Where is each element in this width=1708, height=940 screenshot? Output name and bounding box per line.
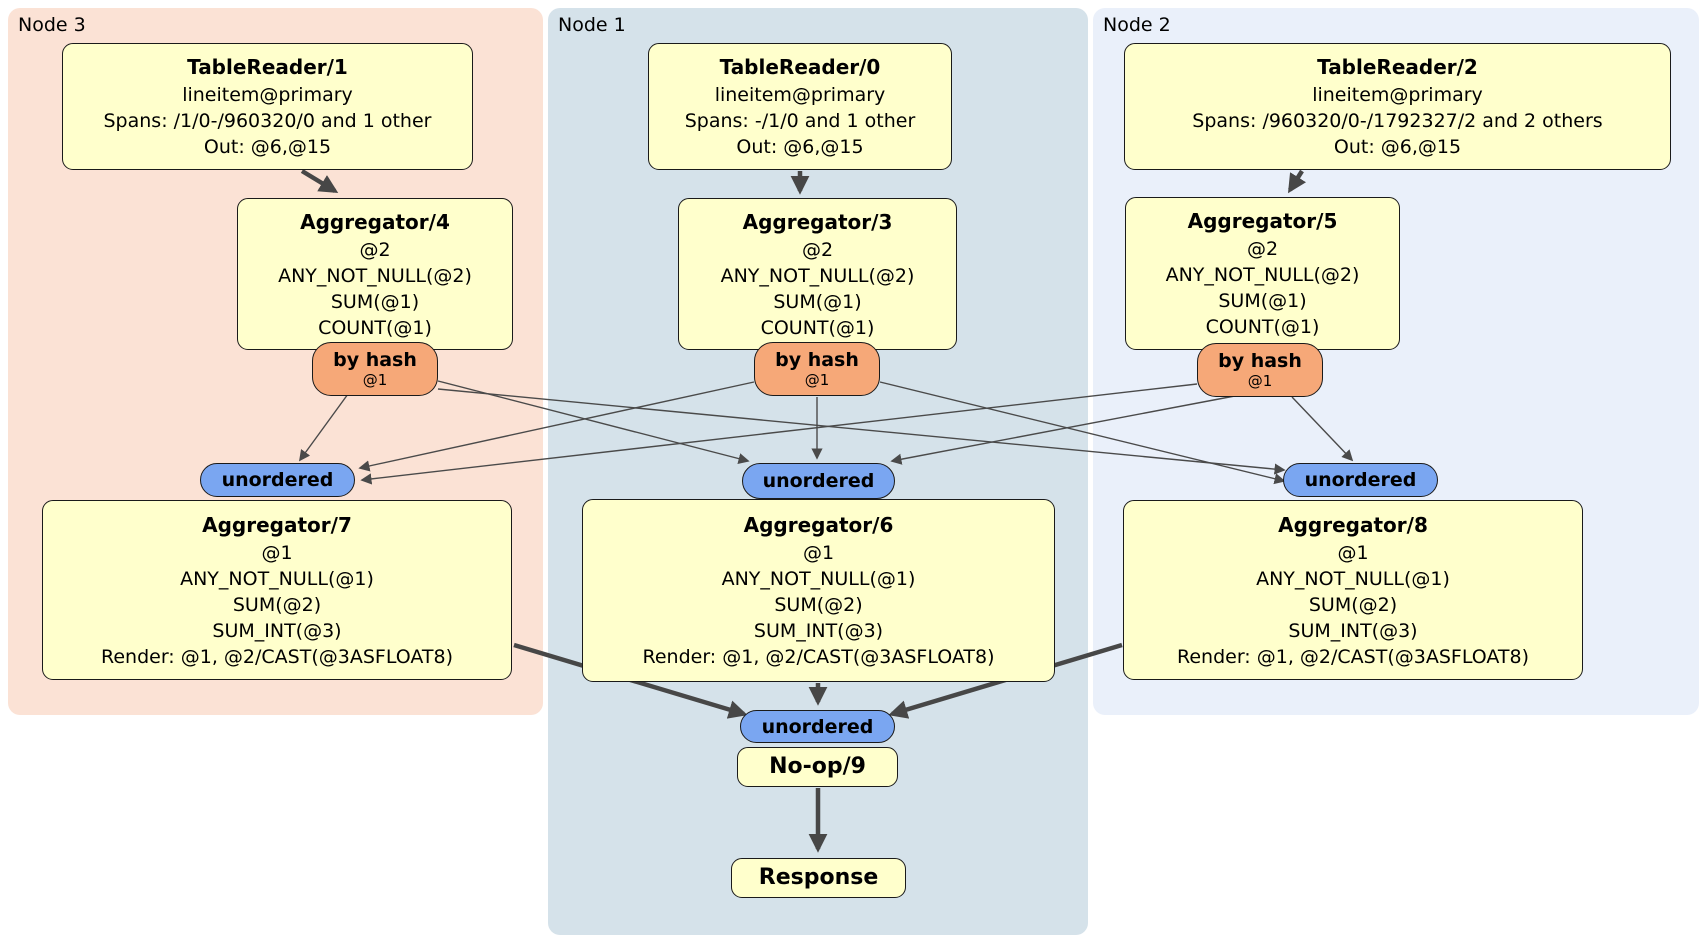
processor-detail: ANY_NOT_NULL(@2) bbox=[720, 264, 915, 287]
router-by-hash-node1: by hash @1 bbox=[754, 342, 880, 396]
node1-region-label: Node 1 bbox=[558, 14, 626, 36]
processor-aggregator-4: Aggregator/4 @2 ANY_NOT_NULL(@2) SUM(@1)… bbox=[237, 198, 513, 350]
processor-detail: COUNT(@1) bbox=[318, 316, 432, 339]
processor-detail: Out: @6,@15 bbox=[1333, 136, 1462, 158]
processor-detail: Render: @1, @2/CAST(@3ASFLOAT8) bbox=[101, 645, 453, 668]
processor-detail: @1 bbox=[261, 541, 293, 564]
sync-unordered-final: unordered bbox=[740, 710, 895, 743]
router-by-hash-node2: by hash @1 bbox=[1197, 343, 1323, 397]
router-detail: @1 bbox=[804, 371, 830, 389]
router-label: by hash bbox=[775, 349, 859, 371]
processor-detail: @2 bbox=[801, 238, 834, 261]
processor-detail: COUNT(@1) bbox=[760, 316, 875, 339]
processor-title: TableReader/2 bbox=[1317, 55, 1478, 79]
router-label: by hash bbox=[1218, 350, 1302, 372]
processor-detail: Spans: /960320/0-/1792327/2 and 2 others bbox=[1192, 110, 1603, 132]
processor-detail: Render: @1, @2/CAST(@3ASFLOAT8) bbox=[1177, 645, 1529, 668]
processor-detail: ANY_NOT_NULL(@2) bbox=[1165, 264, 1360, 286]
processor-detail: Out: @6,@15 bbox=[203, 136, 332, 158]
router-detail: @1 bbox=[362, 371, 388, 389]
processor-title: No-op/9 bbox=[769, 754, 866, 779]
processor-detail: @1 bbox=[1337, 541, 1369, 564]
processor-detail: SUM(@2) bbox=[232, 593, 322, 616]
processor-title: TableReader/1 bbox=[187, 55, 348, 79]
processor-tablereader-2: TableReader/2 lineitem@primary Spans: /9… bbox=[1124, 43, 1671, 170]
processor-detail: lineitem@primary bbox=[182, 84, 353, 106]
processor-noop-9: No-op/9 bbox=[737, 747, 898, 787]
processor-detail: COUNT(@1) bbox=[1205, 316, 1320, 338]
processor-detail: lineitem@primary bbox=[714, 84, 886, 106]
processor-detail: Render: @1, @2/CAST(@3ASFLOAT8) bbox=[642, 646, 995, 668]
node2-region-label: Node 2 bbox=[1103, 14, 1171, 36]
processor-aggregator-6: Aggregator/6 @1 ANY_NOT_NULL(@1) SUM(@2)… bbox=[582, 499, 1055, 682]
processor-detail: SUM(@2) bbox=[774, 594, 863, 616]
response-node: Response bbox=[731, 858, 906, 898]
sync-label: unordered bbox=[1304, 469, 1417, 491]
processor-title: Aggregator/4 bbox=[300, 209, 450, 234]
node3-region-label: Node 3 bbox=[18, 14, 86, 36]
router-detail: @1 bbox=[1247, 372, 1273, 390]
processor-detail: SUM_INT(@3) bbox=[1288, 619, 1418, 642]
router-label: by hash bbox=[333, 349, 417, 371]
processor-tablereader-0: TableReader/0 lineitem@primary Spans: -/… bbox=[648, 43, 952, 170]
processor-detail: @2 bbox=[1246, 238, 1279, 260]
sync-label: unordered bbox=[761, 715, 874, 738]
processor-detail: SUM(@1) bbox=[330, 290, 420, 313]
processor-detail: SUM(@2) bbox=[1308, 593, 1398, 616]
processor-title: Aggregator/3 bbox=[742, 209, 893, 234]
processor-aggregator-3: Aggregator/3 @2 ANY_NOT_NULL(@2) SUM(@1)… bbox=[678, 198, 957, 350]
processor-detail: ANY_NOT_NULL(@1) bbox=[721, 568, 916, 590]
processor-detail: SUM_INT(@3) bbox=[212, 619, 342, 642]
processor-detail: @1 bbox=[802, 542, 835, 564]
processor-tablereader-1: TableReader/1 lineitem@primary Spans: /1… bbox=[62, 43, 473, 170]
sync-unordered-node1: unordered bbox=[742, 463, 895, 499]
processor-detail: SUM(@1) bbox=[773, 290, 862, 313]
processor-title: TableReader/0 bbox=[719, 55, 881, 79]
processor-detail: ANY_NOT_NULL(@2) bbox=[278, 264, 472, 287]
processor-detail: SUM(@1) bbox=[1218, 290, 1307, 312]
processor-detail: SUM_INT(@3) bbox=[753, 620, 884, 642]
processor-detail: Spans: -/1/0 and 1 other bbox=[684, 110, 916, 132]
processor-aggregator-8: Aggregator/8 @1 ANY_NOT_NULL(@1) SUM(@2)… bbox=[1123, 500, 1583, 680]
sync-unordered-node3: unordered bbox=[200, 463, 355, 497]
processor-detail: ANY_NOT_NULL(@1) bbox=[1256, 567, 1450, 590]
router-by-hash-node3: by hash @1 bbox=[312, 342, 438, 396]
processor-title: Response bbox=[758, 865, 879, 890]
sync-label: unordered bbox=[221, 469, 334, 491]
processor-detail: Spans: /1/0-/960320/0 and 1 other bbox=[103, 110, 432, 132]
processor-title: Aggregator/6 bbox=[743, 513, 894, 537]
processor-title: Aggregator/7 bbox=[202, 512, 352, 537]
processor-aggregator-5: Aggregator/5 @2 ANY_NOT_NULL(@2) SUM(@1)… bbox=[1125, 197, 1400, 350]
processor-detail: Out: @6,@15 bbox=[736, 136, 864, 158]
sync-label: unordered bbox=[762, 470, 875, 492]
processor-title: Aggregator/5 bbox=[1187, 209, 1338, 233]
processor-title: Aggregator/8 bbox=[1278, 512, 1428, 537]
processor-detail: lineitem@primary bbox=[1312, 84, 1483, 106]
processor-detail: ANY_NOT_NULL(@1) bbox=[180, 567, 374, 590]
sync-unordered-node2: unordered bbox=[1283, 463, 1438, 497]
processor-aggregator-7: Aggregator/7 @1 ANY_NOT_NULL(@1) SUM(@2)… bbox=[42, 500, 512, 680]
processor-detail: @2 bbox=[359, 238, 391, 261]
